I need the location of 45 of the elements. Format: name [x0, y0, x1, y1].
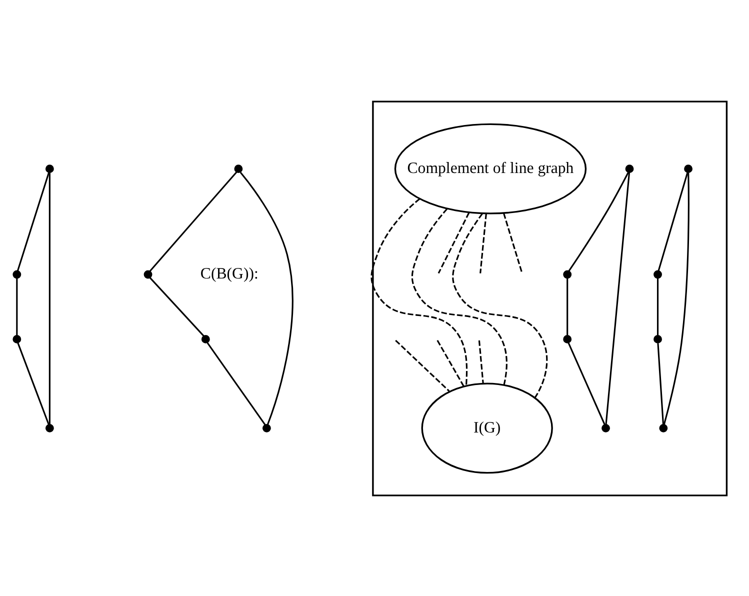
connector — [568, 171, 629, 272]
node-circle — [144, 270, 152, 278]
node-circle — [45, 423, 54, 432]
connector — [17, 342, 50, 424]
connector — [478, 340, 484, 383]
connector — [48, 172, 50, 424]
connector — [436, 340, 464, 386]
connector — [370, 198, 468, 386]
connector — [480, 212, 487, 273]
connector — [16, 278, 18, 335]
node-circle — [12, 334, 22, 343]
connector — [438, 212, 470, 274]
node-circle — [625, 164, 634, 173]
connector — [658, 172, 688, 271]
connector — [16, 172, 50, 271]
node-circle — [602, 423, 610, 432]
connector — [663, 172, 690, 424]
node-circle — [684, 164, 693, 173]
node-circle — [234, 164, 243, 173]
node-circle — [262, 423, 271, 432]
node-circle — [654, 270, 662, 278]
connector — [206, 342, 266, 425]
node-ellipse: Complement of line graph — [394, 122, 587, 214]
connector — [240, 171, 294, 424]
connector — [149, 276, 204, 336]
connector — [657, 342, 664, 424]
node-circle — [563, 334, 572, 343]
connector — [452, 212, 548, 398]
connector — [656, 278, 659, 335]
label: C(B(G)): — [200, 265, 258, 282]
node-circle — [659, 423, 668, 432]
node-circle — [201, 334, 210, 343]
connector — [395, 339, 450, 392]
node-ellipse: I(G) — [421, 382, 553, 474]
connector — [149, 171, 238, 272]
connector — [605, 172, 630, 424]
connector — [411, 208, 508, 385]
node-circle — [563, 270, 572, 278]
node-circle — [654, 334, 662, 343]
connector — [502, 212, 523, 273]
cluster — [372, 100, 728, 496]
node-circle — [45, 164, 54, 173]
connector — [568, 342, 606, 424]
node-circle — [12, 270, 22, 278]
connector — [566, 278, 568, 335]
